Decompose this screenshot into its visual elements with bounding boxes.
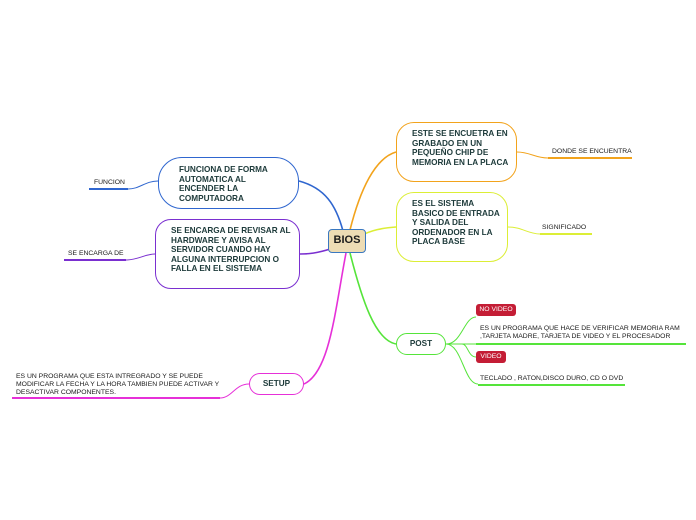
link-se-encarga <box>125 253 156 261</box>
link-funcion <box>127 180 159 190</box>
label-video-desc[interactable]: TECLADO , RATON,DISCO DURO, CD O DVD <box>480 375 624 382</box>
node-function-desc[interactable]: FUNCIONA DE FORMA AUTOMATICA AL ENCENDER… <box>158 157 299 209</box>
node-location-text: ESTE SE ENCUETRA EN GRABADO EN UN PEQUEÑ… <box>412 129 509 167</box>
tag-no-video[interactable]: NO VIDEO <box>476 304 516 316</box>
node-meaning-text: ES EL SISTEMA BASICO DE ENTRADA Y SALIDA… <box>412 199 500 247</box>
node-post[interactable]: POST <box>396 333 446 355</box>
link-significado <box>507 226 541 235</box>
node-post-text: POST <box>409 339 433 348</box>
central-topic-bios[interactable]: BIOS <box>328 229 366 253</box>
link-video <box>445 343 479 385</box>
node-check-text: SE ENCARGA DE REVISAR AL HARDWARE Y AVIS… <box>171 226 291 274</box>
label-post-desc[interactable]: ES UN PROGRAMA QUE HACE DE VERIFICAR MEM… <box>480 325 680 341</box>
label-setup-desc[interactable]: ES UN PROGRAMA QUE ESTA INTREGRADO Y SE … <box>16 373 220 397</box>
link-function <box>298 180 344 232</box>
link-post <box>349 252 397 345</box>
label-significado[interactable]: SIGNIFICADO <box>542 224 587 231</box>
node-function-text: FUNCIONA DE FORMA AUTOMATICA AL ENCENDER… <box>179 165 268 203</box>
node-location-desc[interactable]: ESTE SE ENCUETRA EN GRABADO EN UN PEQUEÑ… <box>396 122 517 182</box>
node-setup[interactable]: SETUP <box>249 373 304 395</box>
label-se-encarga-de[interactable]: SE ENCARGA DE <box>68 250 124 257</box>
label-funcion[interactable]: FUNCION <box>94 179 125 186</box>
link-setup <box>303 252 347 385</box>
link-location <box>349 151 397 231</box>
link-setup-desc <box>219 383 250 399</box>
node-check-desc[interactable]: SE ENCARGA DE REVISAR AL HARDWARE Y AVIS… <box>155 219 300 289</box>
label-donde-se-encuentra[interactable]: DONDE SE ENCUENTRA <box>552 148 632 155</box>
node-setup-text: SETUP <box>262 379 291 388</box>
tag-video[interactable]: VIDEO <box>476 351 506 363</box>
link-donde <box>516 151 549 159</box>
node-meaning-desc[interactable]: ES EL SISTEMA BASICO DE ENTRADA Y SALIDA… <box>396 192 508 262</box>
link-post-desc <box>445 316 477 345</box>
